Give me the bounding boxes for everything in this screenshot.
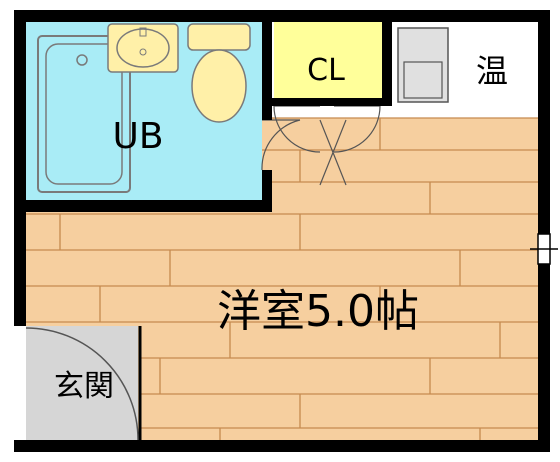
entrance-door-swing	[25, 327, 139, 441]
heater-box	[397, 27, 449, 103]
window	[530, 233, 558, 265]
walls	[14, 10, 550, 452]
sink-icon	[107, 23, 179, 73]
closet-label: CL	[307, 53, 345, 88]
bathtub-inner	[45, 43, 123, 185]
water-heater-label: 温	[476, 52, 508, 90]
closet: CL	[274, 22, 382, 100]
toilet-icon	[187, 23, 251, 123]
closet-floor	[274, 22, 382, 100]
unit-bath: UB	[26, 22, 262, 204]
entrance-label: 玄関	[54, 369, 114, 404]
western-room-label: 洋室5.0帖	[217, 286, 419, 337]
water-heater-area: 温	[392, 22, 538, 108]
unit-bath-label: UB	[112, 116, 163, 157]
entrance-floor	[26, 326, 138, 446]
drain-icon	[76, 54, 88, 66]
bathtub	[37, 35, 131, 193]
heater-box-inner	[403, 61, 443, 99]
entrance: 玄関	[25, 326, 142, 446]
